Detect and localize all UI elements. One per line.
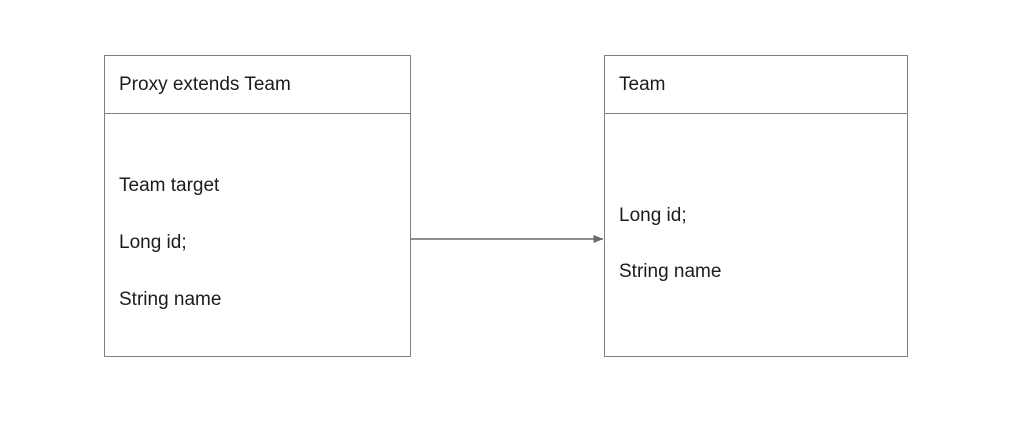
class-title-proxy: Proxy extends Team (119, 74, 291, 95)
class-header-team: Team (605, 56, 907, 114)
class-body-team: Long id; String name (605, 114, 907, 356)
class-attribute: String name (119, 289, 222, 310)
class-box-team[interactable]: Team Long id; String name (604, 55, 908, 357)
class-attribute: Team target (119, 175, 220, 196)
class-attribute: Long id; (119, 232, 187, 253)
class-header-proxy: Proxy extends Team (105, 56, 410, 114)
class-body-proxy: Team target Long id; String name (105, 114, 410, 356)
class-attribute: String name (619, 261, 722, 282)
class-title-team: Team (619, 74, 666, 95)
class-box-proxy[interactable]: Proxy extends Team Team target Long id; … (104, 55, 411, 357)
class-attribute: Long id; (619, 205, 687, 226)
